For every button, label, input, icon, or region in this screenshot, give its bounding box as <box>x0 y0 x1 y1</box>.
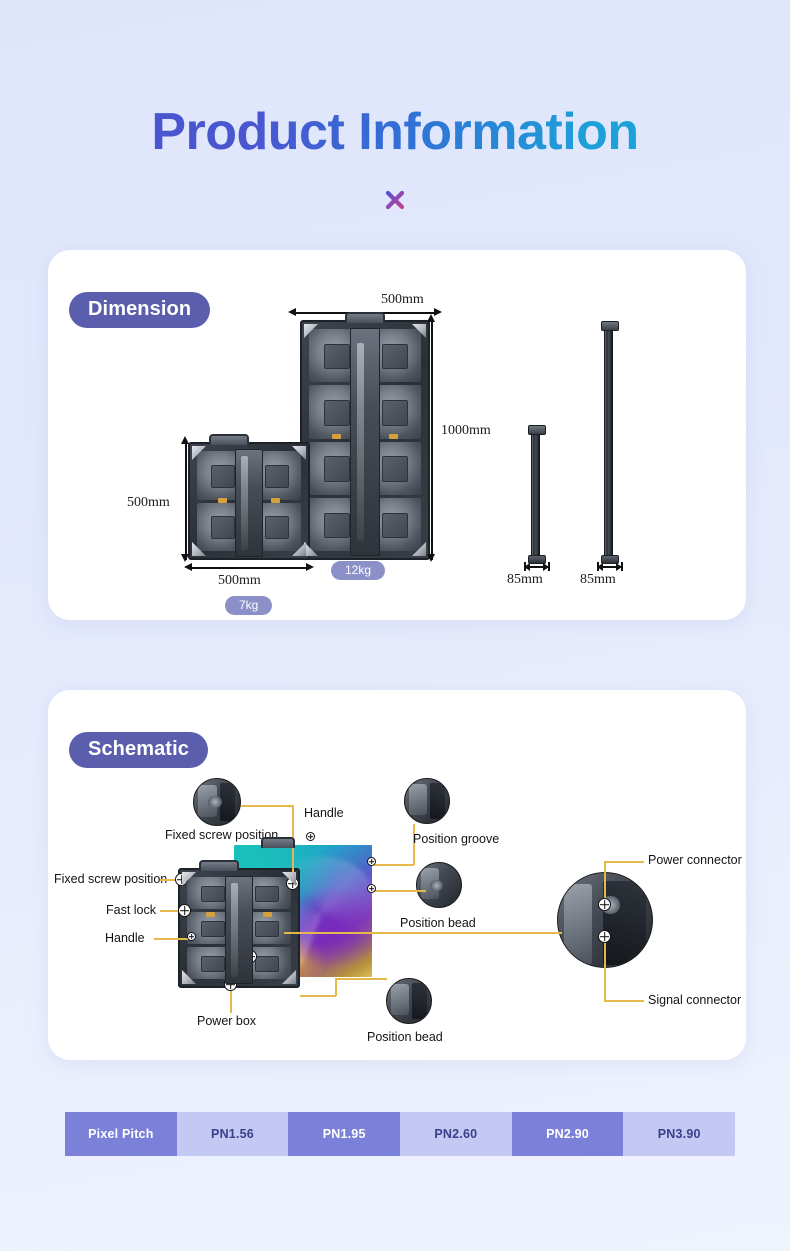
dimension-badge: Dimension <box>69 292 211 328</box>
crosshair-position-bead-right <box>367 884 376 893</box>
dim-label-large-width: 500mm <box>381 292 424 307</box>
pixel-pitch-cell-pn390[interactable]: PN3.90 <box>623 1112 736 1156</box>
page-title: Product Information <box>151 103 639 161</box>
crosshair-handle-top <box>306 832 315 841</box>
callout-circle-position-bead-bottom <box>386 978 432 1024</box>
weight-badge-large: 12kg <box>331 561 386 580</box>
dim-label-large-height: 1000mm <box>441 423 491 438</box>
callout-circle-fixed-screw-top <box>193 778 241 826</box>
label-power-connector: Power connector <box>648 853 742 867</box>
label-power-box: Power box <box>197 1014 257 1028</box>
dim-label-profile-small: 85mm <box>507 572 543 587</box>
pixel-pitch-cell-pn195[interactable]: PN1.95 <box>288 1112 401 1156</box>
dim-label-profile-large: 85mm <box>580 572 616 587</box>
label-signal-connector: Signal connector <box>648 993 742 1007</box>
pixel-pitch-cell-pn290[interactable]: PN2.90 <box>511 1112 624 1156</box>
crosshair-signal-connector <box>598 930 611 943</box>
led-cabinet-back <box>178 868 300 988</box>
pixel-pitch-header-cell[interactable]: Pixel Pitch <box>65 1112 177 1156</box>
led-cabinet-small <box>188 442 310 560</box>
dim-line-small-height <box>185 442 187 560</box>
label-position-bead-bottom: Position bead <box>367 1030 443 1044</box>
dim-line-large-height <box>431 320 433 560</box>
label-handle-top: Handle <box>304 806 344 820</box>
pixel-pitch-table: Pixel Pitch PN1.56 PN1.95 PN2.60 PN2.90 … <box>65 1112 736 1156</box>
weight-badge-small: 7kg <box>225 596 273 615</box>
callout-circle-position-bead-right <box>416 862 462 908</box>
dim-label-small-height: 500mm <box>127 495 170 510</box>
side-profile-large <box>601 321 619 564</box>
label-handle-left: Handle <box>105 931 145 945</box>
schematic-diagram: Fixed screw position Handle Fixed screw … <box>48 690 746 1060</box>
page-header: Product Information <box>0 0 790 217</box>
dimension-diagram: 500mm 1000mm 12kg 500mm 500mm <box>48 250 746 620</box>
led-cabinet-large <box>300 320 430 560</box>
dim-label-small-width: 500mm <box>218 573 261 588</box>
side-profile-small <box>528 425 546 564</box>
callout-circle-position-groove <box>404 778 450 824</box>
pixel-pitch-cell-pn260[interactable]: PN2.60 <box>400 1112 512 1156</box>
crosshair-fast-lock <box>178 904 191 917</box>
label-position-groove: Position groove <box>413 832 500 846</box>
label-fixed-screw-position-left: Fixed screw position <box>54 872 168 886</box>
label-fixed-screw-position-top: Fixed screw position <box>165 828 279 842</box>
label-position-bead-right: Position bead <box>400 916 476 930</box>
label-fast-lock: Fast lock <box>106 903 157 917</box>
crosshair-position-groove <box>367 857 376 866</box>
x-cross-icon <box>0 183 790 217</box>
dimension-card: Dimension 500mm 1000mm 12kg <box>48 250 746 620</box>
crosshair-power-connector <box>598 898 611 911</box>
schematic-badge: Schematic <box>69 732 208 768</box>
pixel-pitch-cell-pn156[interactable]: PN1.56 <box>176 1112 289 1156</box>
dim-line-small-width <box>190 567 308 569</box>
crosshair-handle-left <box>187 932 196 941</box>
schematic-card: Schematic Fixed screw positio <box>48 690 746 1060</box>
